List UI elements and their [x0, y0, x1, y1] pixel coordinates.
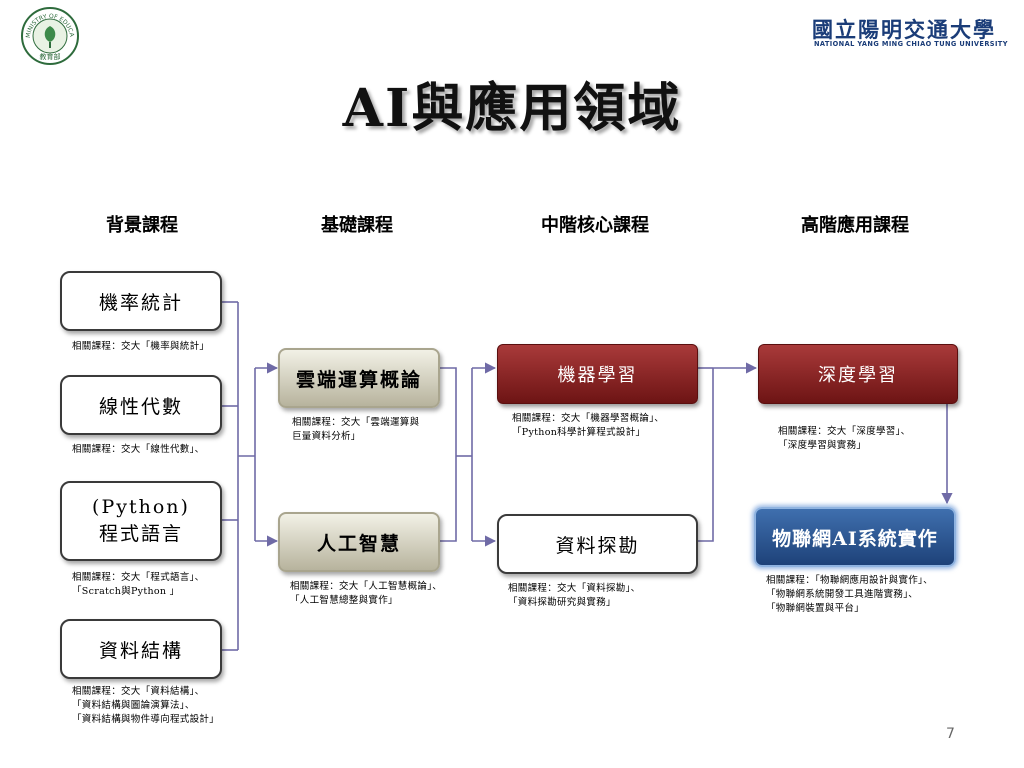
- column-header-intermediate: 中階核心課程: [541, 215, 649, 236]
- course-box-cloud-computing: 雲端運算概論: [278, 348, 440, 408]
- page-title: AI與應用領域: [342, 78, 682, 139]
- course-note-artificial-intelligence: 相關課程：交大「人工智慧概論」、 「人工智慧總整與實作」: [290, 581, 443, 606]
- course-note-deep-learning: 相關課程：交大「深度學習」、 「深度學習與實務」: [778, 426, 911, 451]
- column-header-advanced: 高階應用課程: [801, 215, 909, 236]
- connector-ai-out: [440, 456, 457, 542]
- course-note-cloud-computing: 相關課程：交大「雲端運算與 巨量資料分析」: [292, 417, 420, 442]
- connector-cloud-out: [440, 367, 457, 456]
- course-note-data-structures: 相關課程：交大「資料結構」、 「資料結構與圖論演算法」、 「資料結構與物件導向程…: [72, 686, 220, 725]
- course-box-data-mining: 資料探勘: [497, 514, 698, 574]
- connector-dm-out: [698, 368, 714, 542]
- course-box-data-structures: 資料結構: [60, 619, 222, 679]
- course-note-probability-statistics: 相關課程：交大「機率與統計」: [72, 341, 210, 352]
- course-box-machine-learning: 機器學習: [497, 344, 698, 404]
- course-box-programming-language-line1: (Python): [92, 496, 190, 519]
- university-name: 國立陽明交通大學: [812, 18, 996, 42]
- ministry-of-education-logo: MINISTRY OF EDUCATION 教育部: [20, 6, 79, 65]
- course-box-probability-statistics: 機率統計: [60, 271, 222, 331]
- course-box-iot-ai-systems: 物聯網AI系統實作: [754, 507, 956, 567]
- course-note-machine-learning: 相關課程：交大「機器學習概論」、 「Python科學計算程式設計」: [512, 413, 665, 438]
- course-box-programming-language: (Python) 程式語言: [60, 481, 222, 561]
- course-box-programming-language-line2: 程式語言: [98, 523, 183, 545]
- course-note-programming-language: 相關課程：交大「程式語言」、 「Scratch與Python 」: [72, 572, 205, 597]
- logo-chars: 教育部: [40, 52, 61, 61]
- column-header-background: 背景課程: [106, 215, 178, 236]
- column-header-basic: 基礎課程: [321, 215, 393, 236]
- page-number: 7: [946, 726, 955, 742]
- university-name-english: NATIONAL YANG MING CHIAO TUNG UNIVERSITY: [814, 40, 1008, 48]
- course-note-iot-ai-systems: 相關課程：「物聯網應用設計與實作」、 「物聯網系統開發工具進階實務」、 「物聯網…: [766, 575, 933, 614]
- course-box-deep-learning: 深度學習: [758, 344, 958, 404]
- course-box-linear-algebra: 線性代數: [60, 375, 222, 435]
- course-note-data-mining: 相關課程：交大「資料探勘」、 「資料探勘研究與實務」: [508, 583, 641, 608]
- course-box-artificial-intelligence: 人工智慧: [278, 512, 440, 572]
- course-note-linear-algebra: 相關課程：交大「線性代數」、: [72, 444, 205, 455]
